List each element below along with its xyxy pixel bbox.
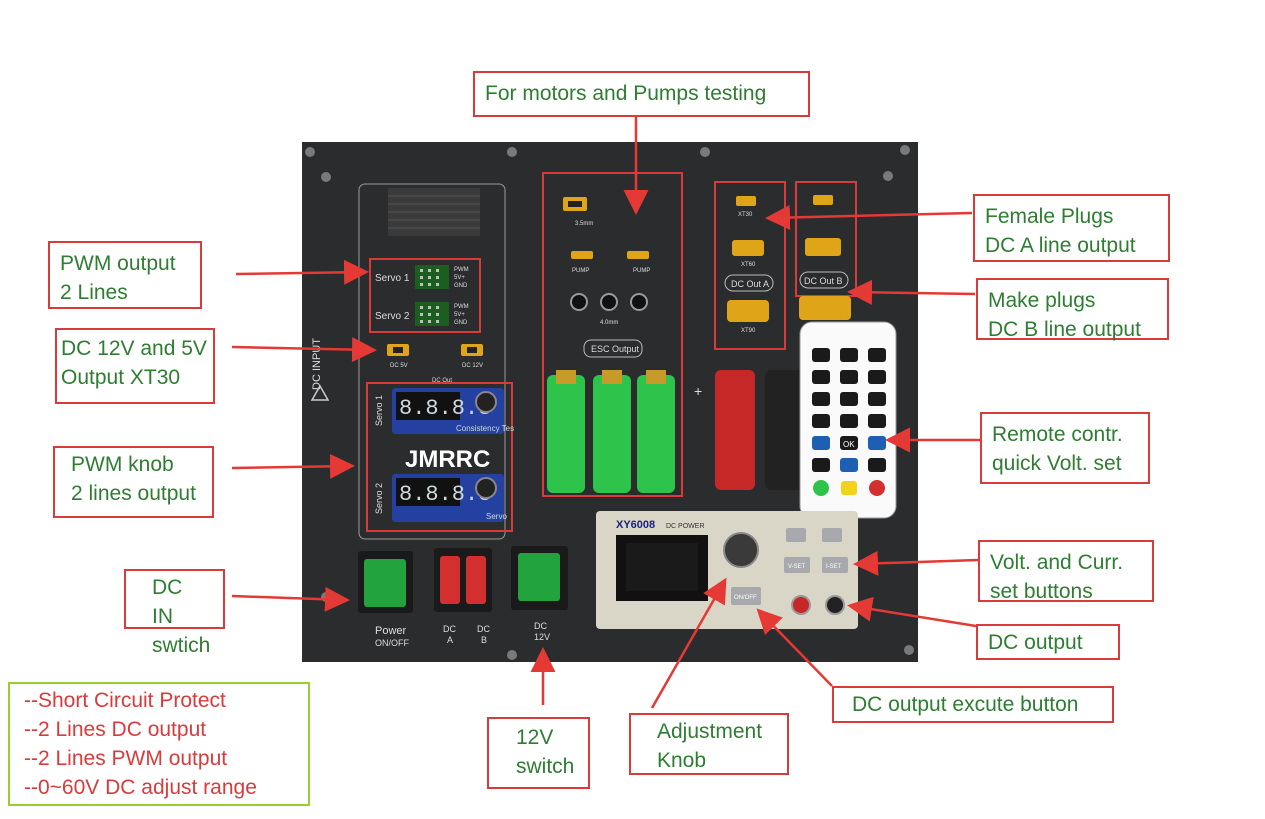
adjustment-knob — [723, 532, 759, 568]
dc-out-b-label: DC Out B — [804, 276, 843, 286]
servo2-vertical: Servo 2 — [374, 483, 384, 514]
dc-out-a-badge — [724, 274, 774, 292]
pump-connector-2 — [627, 251, 649, 259]
callout-dc-exec: DC output excute button — [832, 686, 1114, 723]
feature-list: --Short Circuit Protect --2 Lines DC out… — [8, 682, 310, 806]
xt30-motor-label: 3.5mm — [575, 221, 593, 227]
xt60-male-b — [805, 238, 841, 256]
callout-female-plugs: Female Plugs DC A line output — [973, 194, 1170, 262]
xt60-female-a — [732, 240, 764, 256]
callout-dc-12v-5v: DC 12V and 5V Output XT30 — [55, 328, 215, 404]
feature-item: --0~60V DC adjust range — [24, 776, 257, 799]
on-off-button — [731, 587, 761, 605]
callout-12v-switch: 12V switch — [487, 717, 590, 789]
xy-left-button — [786, 528, 806, 542]
callout-dc-output: DC output — [976, 624, 1120, 660]
xt30-female-a — [736, 196, 756, 206]
xt90-male-b — [799, 296, 851, 320]
svg-text:Power: Power — [375, 625, 407, 637]
svg-text:V-SET: V-SET — [788, 564, 806, 570]
output-black-terminal — [825, 595, 845, 615]
xt90-female-a — [727, 300, 769, 322]
feature-item: --2 Lines DC output — [24, 718, 207, 741]
svg-text:I-SET: I-SET — [826, 564, 842, 570]
remote-keypad — [812, 348, 886, 472]
svg-text:A: A — [447, 635, 453, 645]
callout-arrows — [231, 115, 980, 709]
svg-text:+: + — [694, 383, 702, 399]
pin-label: 5V+ — [454, 312, 465, 318]
dc-out-a-highlight — [714, 181, 786, 350]
pump-label-1: PUMP — [572, 268, 589, 274]
svg-text:DC: DC — [477, 624, 490, 634]
xt30-male-b — [813, 195, 833, 205]
callout-adjust-knob: Adjustment Knob — [629, 713, 789, 775]
bullet-label: 4.0mm — [600, 320, 618, 326]
esc-output-badge — [583, 339, 643, 358]
servo1-vertical: Servo 1 — [374, 395, 384, 426]
dc12v-label: DC 12V — [462, 363, 483, 369]
pump-label-2: PUMP — [633, 268, 650, 274]
esc-output-highlight — [542, 172, 683, 497]
black-clamp — [765, 370, 805, 490]
svg-text:12V: 12V — [534, 632, 550, 642]
callout-remote: Remote contr. quick Volt. set — [980, 412, 1150, 484]
servo2-label: Servo 2 — [375, 311, 410, 322]
callout-dc-in: DC IN swtich — [124, 569, 225, 657]
esc-output-label: ESC Output — [591, 344, 640, 354]
pin-label: 5V+ — [454, 275, 465, 281]
servo1-label: Servo 1 — [375, 273, 410, 284]
svg-text:B: B — [481, 635, 487, 645]
pwm-output-highlight — [369, 258, 481, 333]
svg-text:XT30: XT30 — [738, 212, 753, 218]
dc-b-switch — [466, 556, 486, 604]
svg-text:OK: OK — [843, 440, 855, 449]
brand-label: JMRRC — [405, 446, 490, 473]
remote-yellow-key — [841, 481, 857, 495]
callout-make-plugs: Make plugs DC B line output — [976, 278, 1169, 341]
pin-label: PWM — [454, 304, 469, 310]
callout-pwm-knob: PWM knob 2 lines output — [53, 446, 214, 518]
warning-triangle-icon — [310, 384, 330, 401]
consistency-label: Consistency Tes — [456, 424, 514, 433]
xy-right-button — [822, 528, 842, 542]
feature-item: --Short Circuit Protect — [24, 689, 226, 712]
svg-text:ON/OFF: ON/OFF — [375, 638, 409, 648]
servo-tag: Servo — [486, 512, 507, 521]
pin-label: PWM — [454, 267, 469, 273]
xy-sub: DC POWER — [666, 523, 705, 530]
dc5v-label: DC 5V — [390, 363, 408, 369]
dc-out-small-label: DC Out — [432, 378, 452, 384]
pin-label: GND — [454, 283, 468, 289]
output-red-terminal — [791, 595, 811, 615]
bullet-connectors — [570, 293, 648, 311]
xy-model: XY6008 — [616, 519, 655, 531]
i-set-button — [822, 557, 848, 573]
svg-text:XT60: XT60 — [741, 262, 756, 268]
v-set-button — [784, 557, 810, 573]
svg-text:XT90: XT90 — [741, 328, 756, 334]
remote-green-key — [813, 480, 829, 496]
pump-connector-1 — [571, 251, 593, 259]
dc-a-switch — [440, 556, 460, 604]
pwm-knob-1 — [475, 391, 497, 413]
svg-text:ON/OFF: ON/OFF — [734, 595, 757, 601]
pin-label: GND — [454, 320, 468, 326]
remote-red-key — [869, 480, 885, 496]
callout-pwm-output: PWM output 2 Lines — [48, 241, 202, 309]
pwm-knob-highlight — [366, 382, 513, 532]
callout-volt-curr: Volt. and Curr. set buttons — [978, 540, 1154, 603]
dc-input-label: DC INPUT — [311, 338, 323, 390]
svg-text:DC: DC — [443, 624, 456, 634]
dc-out-a-label: DC Out A — [731, 279, 769, 289]
svg-text:DC: DC — [534, 621, 547, 631]
red-clamp — [715, 370, 755, 490]
green-test-clamps — [547, 370, 675, 493]
pwm-knob-2 — [475, 477, 497, 499]
callout-motors: For motors and Pumps testing — [473, 71, 810, 117]
feature-item: --2 Lines PWM output — [24, 747, 228, 770]
